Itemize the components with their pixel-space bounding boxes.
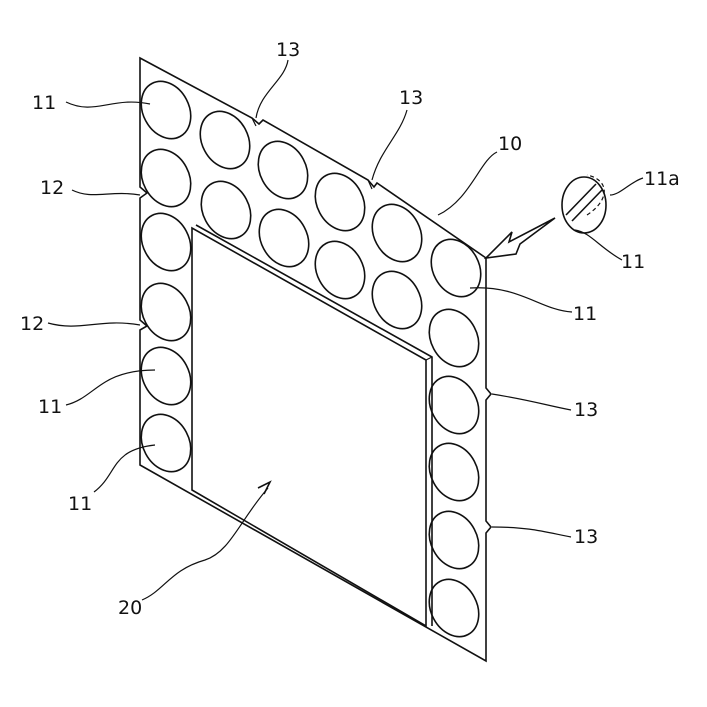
label-notch-left-upper: 12 bbox=[40, 177, 64, 199]
label-panel: 20 bbox=[118, 597, 142, 619]
label-detail-slot: 11a bbox=[644, 168, 680, 190]
label-disc-right: 11 bbox=[573, 303, 597, 325]
disc-17 bbox=[428, 375, 480, 435]
label-disc-left-bottom: 11 bbox=[68, 493, 92, 515]
disc-9 bbox=[257, 140, 309, 200]
label-notch-top-right: 13 bbox=[399, 87, 423, 109]
disc-15 bbox=[430, 238, 482, 298]
label-notch-right-lower: 13 bbox=[574, 526, 598, 548]
disc-19 bbox=[428, 510, 480, 570]
label-notch-top-left: 13 bbox=[276, 39, 300, 61]
plate-outline bbox=[139, 56, 493, 663]
label-disc-top-left: 11 bbox=[32, 92, 56, 114]
disc-array bbox=[140, 80, 482, 638]
disc-18 bbox=[428, 442, 480, 502]
disc-8 bbox=[200, 180, 252, 240]
central-panel bbox=[191, 224, 433, 628]
disc-10 bbox=[258, 208, 310, 268]
disc-14 bbox=[371, 270, 423, 330]
disc-4 bbox=[140, 282, 192, 342]
reference-numerals: 11 11 11 11 11 11a 10 12 12 13 13 13 13 … bbox=[20, 39, 680, 619]
label-plate: 10 bbox=[498, 133, 522, 155]
disc-11 bbox=[314, 172, 366, 232]
label-disc-left-mid: 11 bbox=[38, 396, 62, 418]
disc-2 bbox=[140, 148, 192, 208]
disc-20 bbox=[428, 578, 480, 638]
detail-magnifier bbox=[483, 174, 607, 260]
label-detail-disc: 11 bbox=[621, 251, 645, 273]
disc-5 bbox=[140, 346, 192, 406]
disc-13 bbox=[371, 203, 423, 263]
disc-16 bbox=[428, 308, 480, 368]
disc-3 bbox=[140, 212, 192, 272]
label-notch-right-upper: 13 bbox=[574, 399, 598, 421]
disc-6 bbox=[140, 413, 192, 473]
disc-1 bbox=[140, 80, 192, 140]
disc-7 bbox=[199, 110, 251, 170]
leader-lines bbox=[47, 59, 644, 601]
disc-12 bbox=[314, 240, 366, 300]
notch-marks bbox=[251, 117, 373, 190]
label-notch-left-lower: 12 bbox=[20, 313, 44, 335]
